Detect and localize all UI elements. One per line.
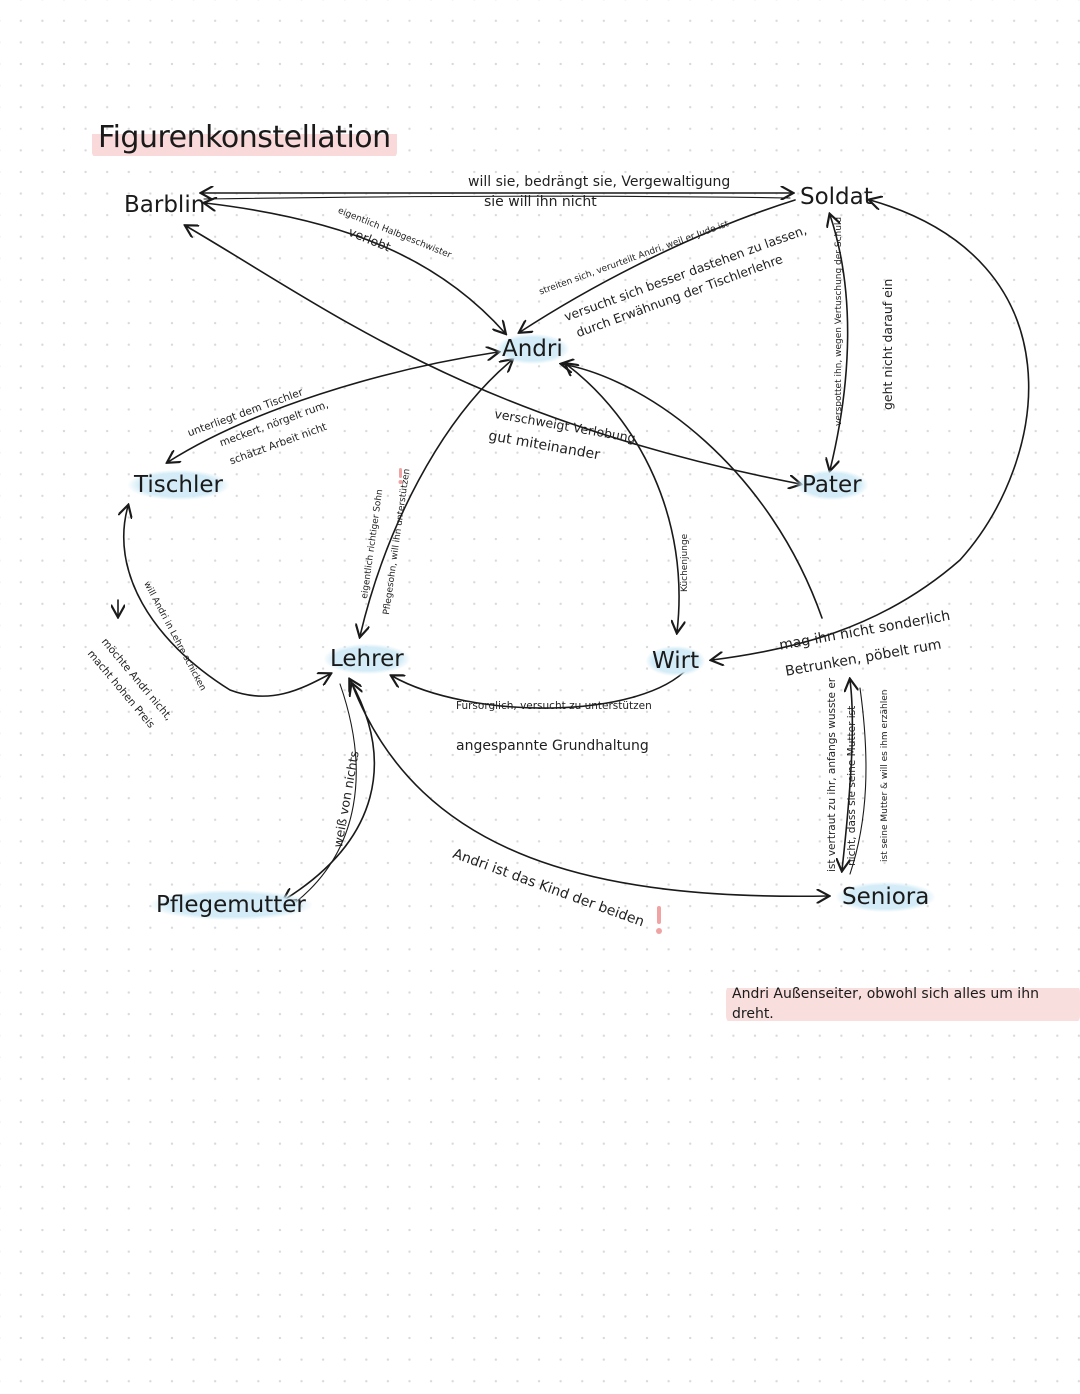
label-soldat-pater-1: verspottet ihn, wegen Vertuschung der Sc… bbox=[834, 216, 844, 426]
exclamation-dot-2 bbox=[398, 480, 403, 484]
line-andri-wirt bbox=[566, 364, 679, 632]
node-pater: Pater bbox=[796, 470, 868, 500]
node-barblin: Barblin bbox=[124, 192, 206, 218]
exclamation-mark-1 bbox=[657, 906, 661, 924]
node-seniora: Seniora bbox=[836, 882, 936, 912]
label-seniora-andri-3: ist seine Mutter & will es ihm erzählen bbox=[880, 689, 890, 862]
page-title: Figurenkonstellation bbox=[92, 118, 397, 158]
summary-note: Andri Außenseiter, obwohl sich alles um … bbox=[726, 984, 1080, 1024]
label-soldat-barblin-2: sie will ihn nicht bbox=[484, 194, 597, 210]
label-soldat-barblin-1: will sie, bedrängt sie, Vergewaltigung bbox=[468, 174, 731, 190]
node-wirt: Wirt bbox=[646, 646, 706, 676]
label-wirt-lehrer-1: Fürsorglich, versucht zu unterstützen bbox=[456, 700, 652, 712]
node-andri: Andri bbox=[496, 334, 569, 364]
label-soldat-pater-2: geht nicht darauf ein bbox=[880, 278, 895, 410]
label-seniora-andri-2: nicht, dass sie seine Mutter ist bbox=[846, 705, 858, 866]
node-pflegemutter: Pflegemutter bbox=[150, 890, 312, 920]
line-tischler-andri bbox=[168, 352, 498, 462]
node-lehrer: Lehrer bbox=[324, 644, 410, 674]
exclamation-dot-1 bbox=[656, 928, 662, 934]
label-wirt-lehrer-2: angespannte Grundhaltung bbox=[456, 738, 649, 754]
line-lehrer-seniora bbox=[352, 684, 828, 896]
line-seniora-wirt-2 bbox=[849, 687, 867, 875]
line-wirt-seniora bbox=[842, 680, 852, 870]
line-seniora-andri bbox=[562, 364, 823, 619]
label-seniora-andri-1: ist vertraut zu ihr, anfangs wusste er bbox=[826, 677, 838, 872]
line-soldat-wirt bbox=[712, 200, 1030, 660]
node-tischler: Tischler bbox=[128, 470, 229, 500]
line-lehrer-andri bbox=[360, 360, 512, 636]
exclamation-mark-2 bbox=[399, 468, 402, 478]
node-soldat: Soldat bbox=[800, 184, 873, 210]
label-andri-wirt: Küchenjunge bbox=[680, 533, 690, 592]
